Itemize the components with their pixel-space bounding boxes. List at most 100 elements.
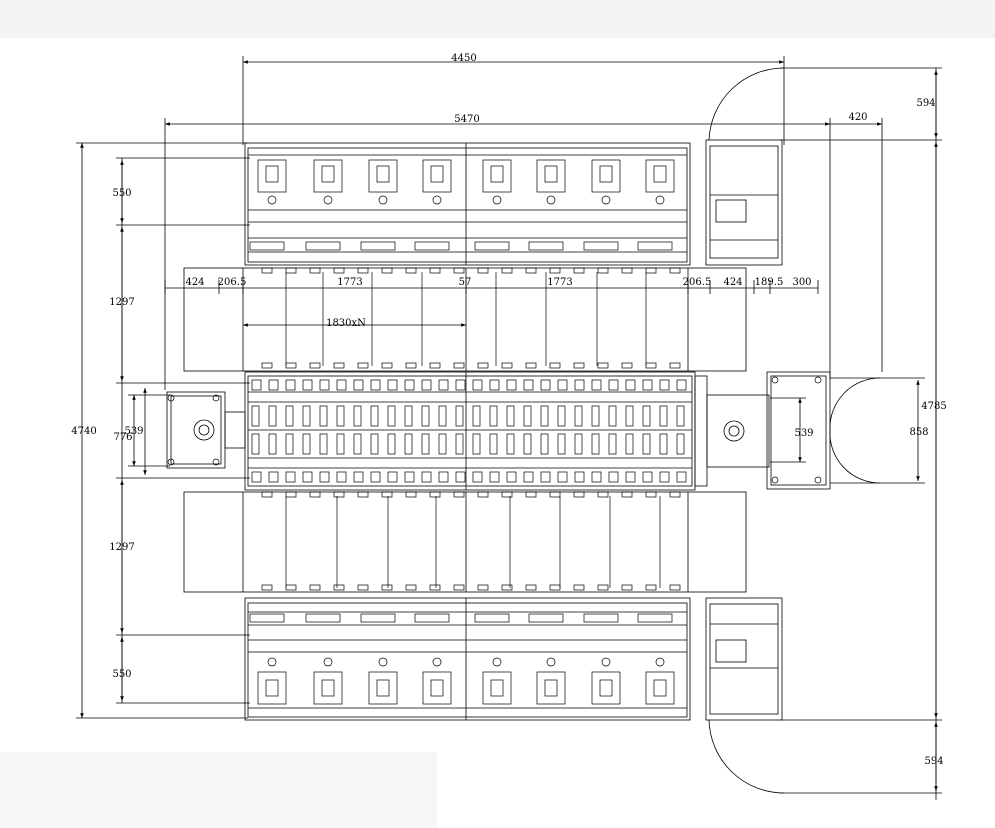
center-spindle-upper xyxy=(421,405,430,427)
clamp-lower xyxy=(669,491,681,498)
center-spindle-upper xyxy=(676,405,685,427)
clamp-upper xyxy=(285,267,297,274)
center-tooth-top xyxy=(642,379,653,391)
guide-block-top xyxy=(528,241,564,251)
spindle-head-bottom xyxy=(490,679,504,697)
clamp-upper xyxy=(525,267,537,274)
clamp-upper xyxy=(621,267,633,274)
dim-overall-width: 4450 xyxy=(451,53,476,64)
center-spindle-upper xyxy=(557,405,566,427)
clamp-upper-bottom xyxy=(405,362,417,369)
spindle-unit-bottom xyxy=(536,671,566,705)
center-tooth-bottom xyxy=(387,471,398,483)
center-spindle-lower xyxy=(404,433,413,455)
center-tooth-bottom xyxy=(370,471,381,483)
clamp-upper-bottom xyxy=(309,362,321,369)
center-spindle-upper xyxy=(455,405,464,427)
center-spindle-lower xyxy=(302,433,311,455)
center-spindle-upper xyxy=(608,405,617,427)
clamp-lower-bottom xyxy=(573,584,585,591)
spindle-bolt-bottom xyxy=(601,657,611,667)
center-spindle-lower xyxy=(336,433,345,455)
clamp-upper xyxy=(573,267,585,274)
spindle-unit-bottom xyxy=(591,671,621,705)
center-tooth-bottom xyxy=(285,471,296,483)
center-tooth-bottom xyxy=(676,471,687,483)
center-spindle-lower xyxy=(421,433,430,455)
clamp-lower-bottom xyxy=(405,584,417,591)
clamp-lower-bottom xyxy=(285,584,297,591)
spindle-bolt-top xyxy=(492,195,502,205)
dim-right-206: 206.5 xyxy=(683,277,712,288)
center-spindle-lower xyxy=(455,433,464,455)
center-tooth-bottom xyxy=(421,471,432,483)
center-tooth-bottom xyxy=(353,471,364,483)
spindle-unit-bottom xyxy=(645,671,675,705)
spindle-head-top xyxy=(430,165,444,183)
center-spindle-lower xyxy=(489,433,498,455)
spindle-unit-top xyxy=(368,159,398,193)
center-spindle-lower xyxy=(523,433,532,455)
guide-block-bottom xyxy=(528,613,564,623)
clamp-upper-bottom xyxy=(597,362,609,369)
center-tooth-bottom xyxy=(659,471,670,483)
guide-block-bottom xyxy=(249,613,285,623)
center-spindle-upper xyxy=(574,405,583,427)
center-tooth-top xyxy=(557,379,568,391)
spindle-bolt-top xyxy=(323,195,333,205)
center-tooth-bottom xyxy=(489,471,500,483)
panel-bolt xyxy=(167,394,175,402)
center-tooth-bottom xyxy=(591,471,602,483)
center-tooth-bottom xyxy=(523,471,534,483)
clamp-upper xyxy=(669,267,681,274)
clamp-lower xyxy=(573,491,585,498)
center-spindle-upper xyxy=(659,405,668,427)
dim-panel-height: 858 xyxy=(909,427,928,438)
clamp-lower-bottom xyxy=(549,584,561,591)
spindle-head-bottom xyxy=(544,679,558,697)
center-spindle-upper xyxy=(302,405,311,427)
clamp-lower xyxy=(381,491,393,498)
dim-bottom-module-height: 550 xyxy=(112,669,131,680)
spindle-unit-top xyxy=(645,159,675,193)
guide-block-top xyxy=(583,241,619,251)
clamp-lower xyxy=(501,491,513,498)
clamp-lower-bottom xyxy=(597,584,609,591)
center-spindle-lower xyxy=(625,433,634,455)
guide-block-bottom xyxy=(583,613,619,623)
center-spindle-lower xyxy=(268,433,277,455)
clamp-upper-bottom xyxy=(573,362,585,369)
dim-left-424: 424 xyxy=(185,277,204,288)
spindle-head-top xyxy=(490,165,504,183)
clamp-upper xyxy=(597,267,609,274)
panel-bolt xyxy=(167,458,175,466)
clamp-lower-bottom xyxy=(453,584,465,591)
clamp-upper-bottom xyxy=(285,362,297,369)
clamp-lower xyxy=(261,491,273,498)
clamp-lower-bottom xyxy=(477,584,489,591)
center-spindle-lower xyxy=(370,433,379,455)
guide-block-bottom xyxy=(305,613,341,623)
guide-block-top xyxy=(249,241,285,251)
center-spindle-upper xyxy=(319,405,328,427)
dim-right-1773: 1773 xyxy=(547,277,572,288)
center-spindle-upper xyxy=(438,405,447,427)
center-spindle-lower xyxy=(472,433,481,455)
clamp-upper-bottom xyxy=(333,362,345,369)
panel-bolt xyxy=(212,394,220,402)
center-tooth-top xyxy=(387,379,398,391)
center-tooth-top xyxy=(472,379,483,391)
spindle-head-top xyxy=(653,165,667,183)
center-tooth-bottom xyxy=(540,471,551,483)
center-tooth-bottom xyxy=(642,471,653,483)
spindle-bolt-top xyxy=(378,195,388,205)
spindle-bolt-top xyxy=(546,195,556,205)
center-tooth-top xyxy=(676,379,687,391)
spindle-bolt-top xyxy=(655,195,665,205)
dim-right-300: 300 xyxy=(792,277,811,288)
dim-door-clearance-top: 594 xyxy=(916,98,935,109)
spindle-bolt-top xyxy=(267,195,277,205)
center-tooth-bottom xyxy=(251,471,262,483)
clamp-lower-bottom xyxy=(429,584,441,591)
top-band xyxy=(0,0,995,38)
